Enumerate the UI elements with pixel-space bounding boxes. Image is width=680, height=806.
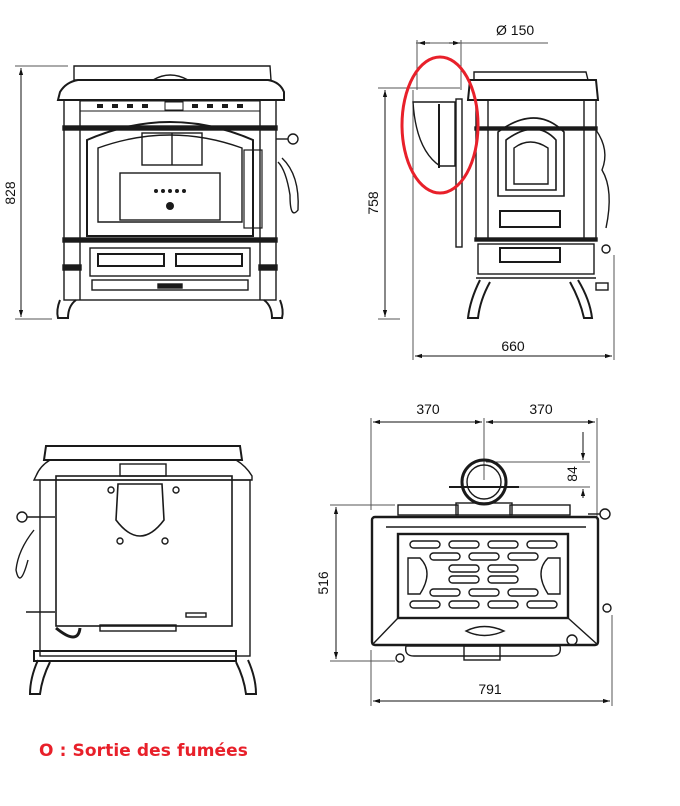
side-height-label: 758 (365, 191, 381, 215)
front-view (15, 65, 299, 320)
rear-view (15, 445, 258, 695)
top-view (330, 418, 613, 706)
side-view (378, 40, 615, 360)
flue-outlet-legend: O : Sortie des fumées (39, 741, 249, 761)
top-right-half-label: 370 (529, 401, 553, 417)
top-left-half-label: 370 (416, 401, 440, 417)
front-height-label: 828 (2, 181, 18, 205)
top-offset-label: 84 (564, 466, 580, 482)
side-depth-label: 660 (501, 338, 525, 354)
top-width-label: 791 (478, 681, 502, 697)
rear-height-label: 516 (315, 571, 331, 595)
side-diameter-label: Ø 150 (496, 22, 534, 38)
